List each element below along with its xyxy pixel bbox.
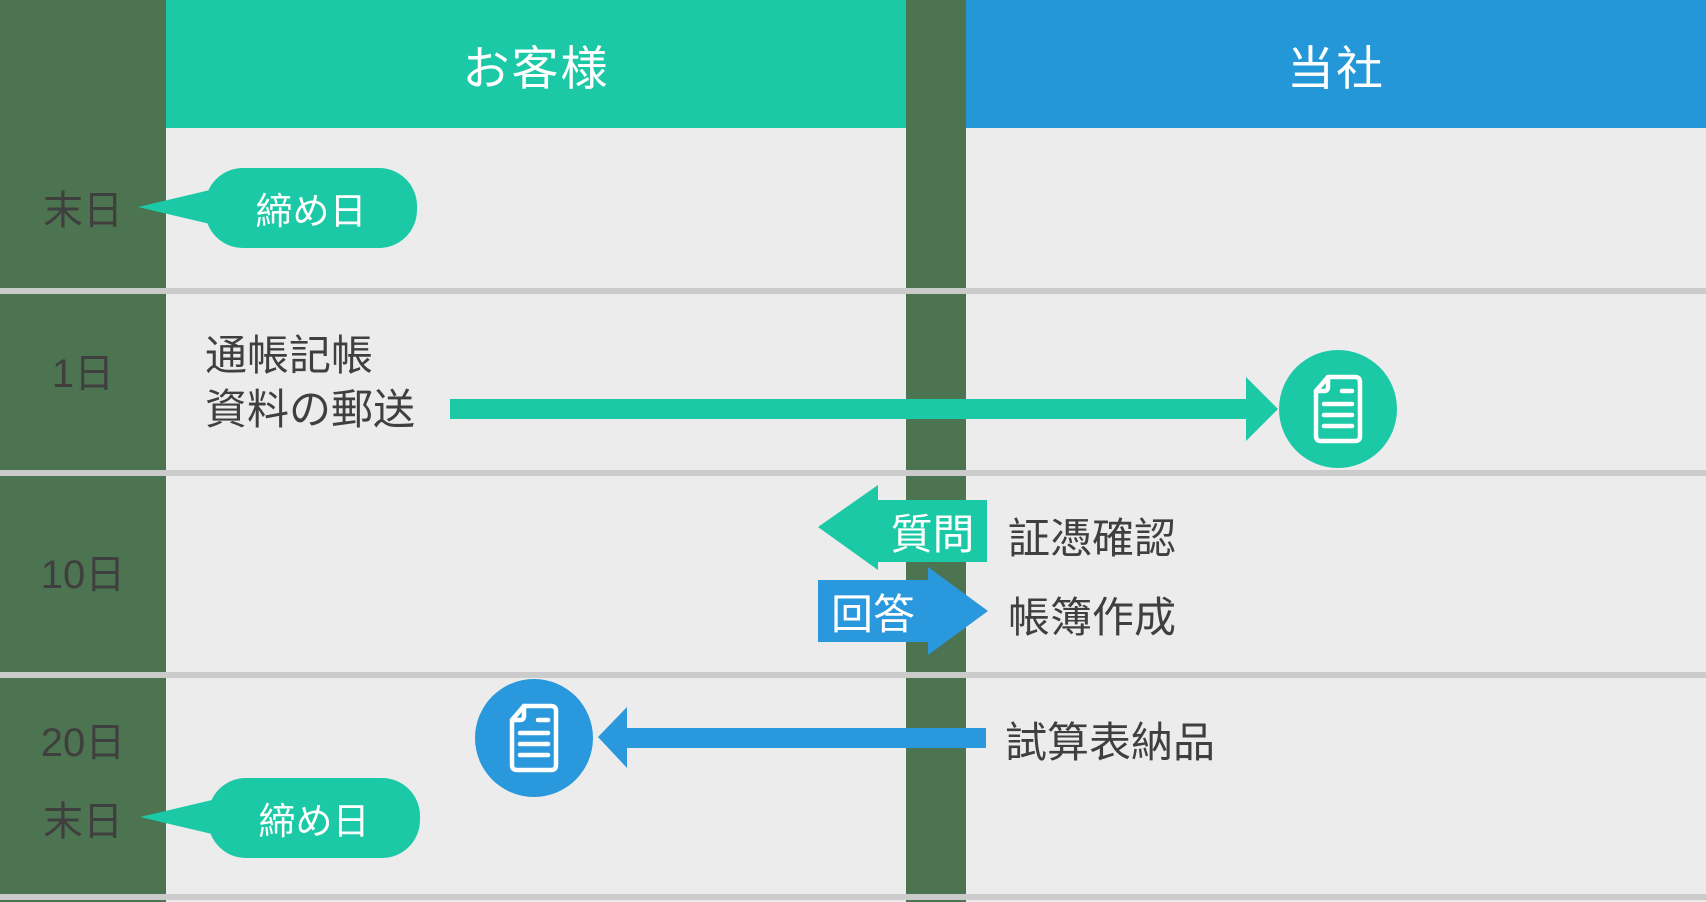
company-task-verify: 証憑確認: [1008, 515, 1177, 562]
send-documents-arrow: [450, 377, 1278, 441]
document-icon: [509, 703, 559, 773]
closing-day-badge-2-label: 締め日: [258, 801, 370, 842]
row-divider-3: [0, 672, 1706, 678]
date-label-day20: 20日: [40, 721, 126, 765]
date-sidebar: [0, 0, 166, 902]
customer-task-line2: 資料の郵送: [205, 386, 416, 433]
column-header-company: 当社: [966, 0, 1706, 128]
column-header-customer: お客様: [166, 0, 906, 128]
row-divider-4: [0, 894, 1706, 900]
date-label-matsubi-2: 末日: [43, 800, 123, 844]
delivered-documents-circle: [475, 679, 593, 797]
closing-day-badge-1: 締め日: [205, 168, 417, 248]
question-arrow-label: 質問: [890, 510, 975, 558]
date-label-day10: 10日: [40, 553, 126, 597]
row-divider-2: [0, 470, 1706, 476]
company-task-deliver: 試算表納品: [1005, 719, 1216, 766]
closing-day-badge-1-label: 締め日: [255, 191, 367, 232]
company-task-bookkeeping: 帳簿作成: [1008, 594, 1177, 641]
customer-header-label: お客様: [462, 41, 610, 95]
answer-arrow-label: 回答: [830, 590, 915, 638]
received-documents-circle: [1279, 350, 1397, 468]
row-divider-1: [0, 288, 1706, 294]
closing-day-badge-2: 締め日: [208, 778, 420, 858]
document-icon: [1313, 374, 1363, 444]
customer-task-text: 通帳記帳 資料の郵送: [205, 329, 415, 437]
company-header-label: 当社: [1287, 41, 1385, 95]
customer-task-line1: 通帳記帳: [205, 332, 374, 379]
column-divider-bar: [906, 0, 966, 902]
date-label-matsubi-1: 末日: [43, 189, 123, 233]
date-label-day1: 1日: [51, 352, 115, 396]
